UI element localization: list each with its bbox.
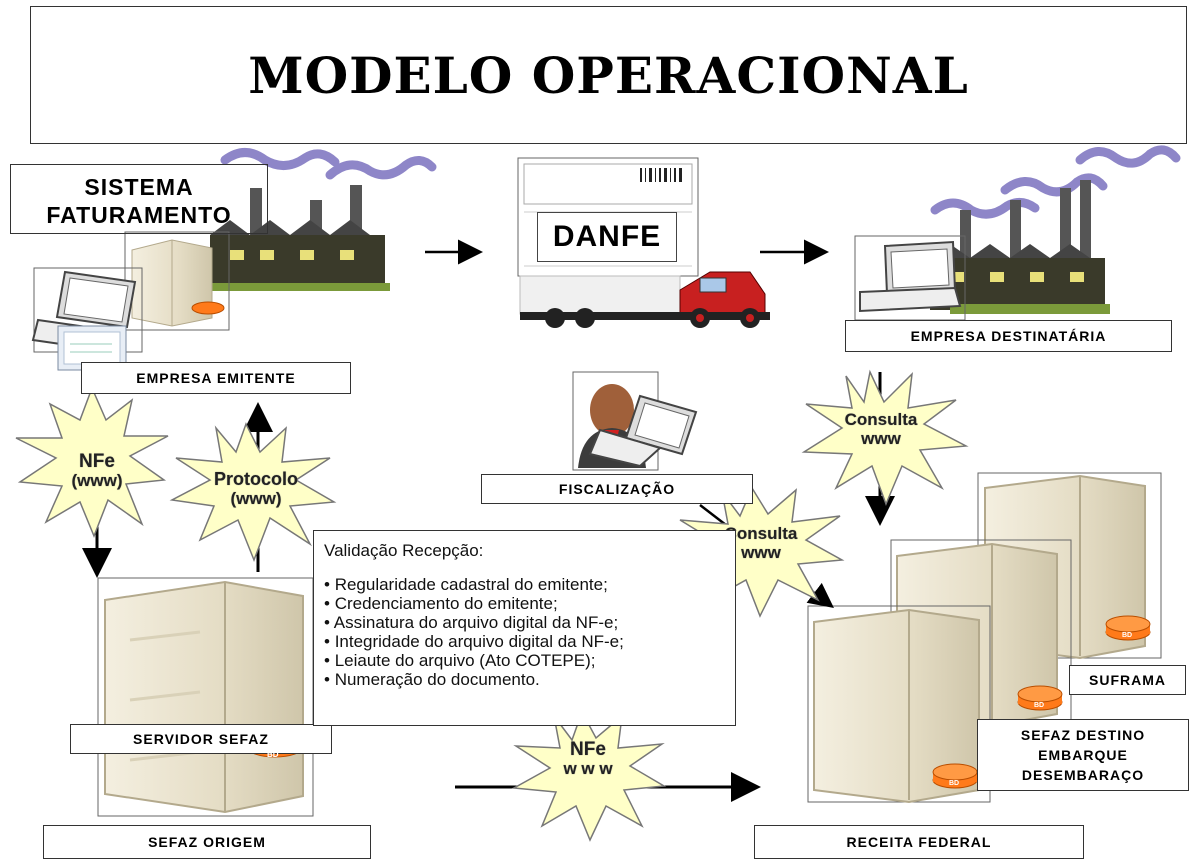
validacao-item: Leiaute do arquivo (Ato COTEPE); (324, 651, 725, 670)
factory-icon-left (210, 148, 437, 291)
danfe-label: DANFE (537, 212, 677, 262)
bd-label-origem: BD (267, 750, 279, 759)
star-text-consulta-mid: Consulta www (724, 524, 798, 562)
bd-label-sefaz-destino: BD (1034, 702, 1045, 709)
server-icon-emitente (131, 239, 225, 327)
star-nfe-left (15, 386, 169, 539)
star-text-consulta-right: Consulta www (844, 410, 918, 448)
validacao-heading: Validação Recepção: (324, 541, 484, 560)
truck-icon (519, 271, 770, 328)
validacao-box: Validação Recepção: Regularidade cadastr… (313, 530, 736, 726)
validacao-list: Regularidade cadastral do emitente; Cred… (324, 575, 725, 689)
server-icon-sefaz-origem (104, 580, 304, 814)
star-text-nfe-left: NFe (www) (71, 451, 123, 490)
validacao-item: Integridade do arquivo digital da NF-e; (324, 632, 725, 651)
sistema-faturamento-box: SISTEMA FATURAMENTO (10, 164, 268, 234)
star-consulta-right (801, 369, 969, 507)
validacao-item: Numeração do documento. (324, 670, 725, 689)
laptop-icon-destinataria (859, 240, 962, 313)
label-empresa-emitente: EMPRESA EMITENTE (81, 362, 351, 394)
server-icon-receita (813, 608, 980, 804)
validacao-item: Regularidade cadastral do emitente; (324, 575, 725, 594)
validacao-item: Credenciamento do emitente; (324, 594, 725, 613)
bd-label-receita: BD (949, 780, 960, 787)
bd-label-suframa: BD (1122, 632, 1133, 639)
star-text-nfe-bottom: NFe w w w (563, 739, 613, 778)
label-empresa-destinataria: EMPRESA DESTINATÁRIA (845, 320, 1172, 352)
star-nfe-bottom (511, 710, 667, 842)
label-suframa: SUFRAMA (1069, 665, 1186, 695)
page-title: MODELO OPERACIONAL (248, 45, 969, 105)
star-text-protocolo: Protocolo (www) (214, 469, 298, 509)
label-receita-federal: RECEITA FEDERAL (754, 825, 1084, 859)
sistema-faturamento-label: SISTEMA FATURAMENTO (46, 174, 232, 228)
label-fiscalizacao: FISCALIZAÇÃO (481, 474, 753, 504)
factory-icon-right (930, 145, 1181, 314)
label-servidor-sefaz: SERVIDOR SEFAZ (70, 724, 332, 754)
star-protocolo (169, 422, 337, 563)
title-box: MODELO OPERACIONAL (30, 6, 1187, 144)
label-sefaz-origem: SEFAZ ORIGEM (43, 825, 371, 859)
validacao-item: Assinatura do arquivo digital da NF-e; (324, 613, 725, 632)
laptop-icon-fiscal (588, 394, 698, 468)
label-sefaz-destino: SEFAZ DESTINO EMBARQUE DESEMBARAÇO (977, 719, 1189, 791)
